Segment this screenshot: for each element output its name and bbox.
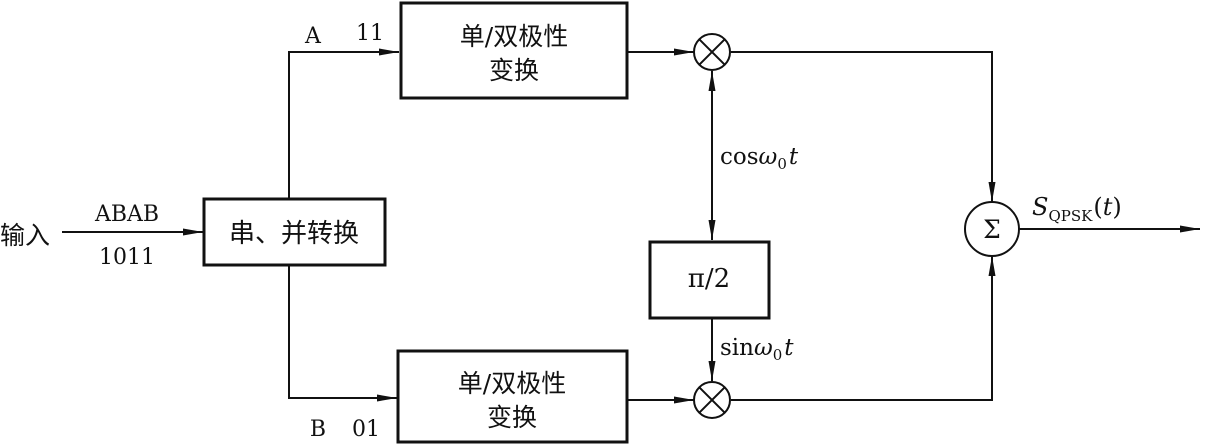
serial-parallel-box [202,197,387,267]
lower-polarity-line2: 变换 [487,403,537,432]
phase-shift-label: π/2 [688,264,730,294]
phase-shift-box [648,240,771,320]
upper-multiplier-icon [693,33,731,71]
branch-b-name: B [310,417,326,442]
sin-carrier-label: sinω0t [720,335,794,364]
branch-a-bits: 11 [356,21,384,46]
lower-polarity-line1: 单/双极性 [458,369,566,398]
sum-symbol: Σ [983,215,1001,244]
lower-multiplier-icon [693,381,731,419]
sum-circle [964,201,1020,257]
lower-to-sum-line [731,256,996,401]
upper-polarity-box [399,1,629,100]
cos-carrier-label: cosω0t [720,144,799,173]
upper-polarity-line1: 单/双极性 [460,22,568,51]
input-sequence-bits: 1011 [99,245,155,270]
upper-polarity-line2: 变换 [489,56,539,85]
output-label: SQPSK(t) [1032,193,1122,225]
serial-parallel-label: 串、并转换 [229,219,359,249]
branch-b-line [288,265,397,402]
branch-b-bits: 01 [352,417,380,442]
input-label: 输入 [0,221,50,250]
lower-polarity-box [396,349,629,444]
input-sequence-letters: ABAB [94,202,159,227]
branch-a-name: A [304,24,322,49]
upper-to-sum-line [731,51,996,202]
branch-a-line [288,48,399,199]
